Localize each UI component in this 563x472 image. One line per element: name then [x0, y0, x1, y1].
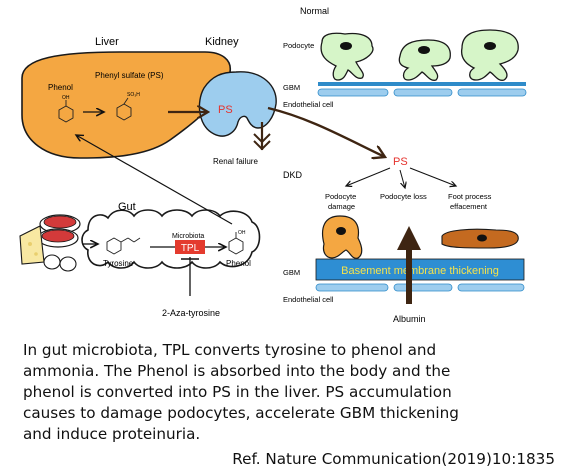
caption-line: and induce proteinuria.	[23, 425, 201, 443]
gut-to-liver-arrow	[76, 135, 233, 225]
damaged-podocyte	[321, 215, 363, 259]
reference: Ref. Nature Communication(2019)10:1835	[232, 450, 555, 468]
oh-label-gut: OH	[238, 230, 246, 236]
phenol-molecule-gut	[228, 232, 244, 255]
dkd-label: DKD	[283, 170, 303, 180]
aza-tyrosine-label: 2-Aza-tyrosine	[162, 308, 220, 318]
endothelial-dkd-cells	[315, 283, 525, 292]
basement-membrane-thick-bar	[315, 258, 525, 281]
caption-line: phenol is converted into PS in the liver…	[23, 383, 452, 401]
damaged-podocyte-nucleus	[336, 227, 346, 235]
podocyte-label: Podocyte	[283, 41, 314, 50]
gbm-normal-bar	[318, 82, 526, 86]
oh-label-liver: OH	[62, 95, 70, 101]
foot-process-label-2: effacement	[450, 202, 488, 211]
gbm-normal-label: GBM	[283, 83, 300, 92]
so3h-label: SO₃H	[127, 92, 140, 98]
endothelial-dkd-label: Endothelial cell	[283, 295, 334, 304]
phenol-liver-label: Phenol	[48, 83, 73, 92]
renal-failure-label: Renal failure	[213, 157, 258, 166]
albumin-label: Albumin	[393, 314, 426, 324]
microbiota-label: Microbiota	[172, 233, 204, 240]
effaced-podocyte-nucleus	[477, 234, 487, 242]
foot-process-label-1: Foot process	[448, 192, 492, 201]
ps-to-loss-arrow	[399, 169, 405, 188]
caption-line: In gut microbiota, TPL converts tyrosine…	[23, 341, 437, 359]
normal-label: Normal	[300, 6, 329, 16]
caption-line: causes to damage podocytes, accelerate G…	[23, 404, 459, 422]
phenol-molecule-liver	[58, 100, 74, 123]
food-icon	[19, 214, 81, 272]
normal-podocytes	[320, 29, 519, 81]
kidney-label: Kidney	[205, 36, 239, 48]
tpl-box	[175, 240, 205, 254]
kidney-shape	[198, 71, 277, 137]
podocyte-damage-label-1: Podocyte	[325, 192, 356, 201]
endothelial-normal-cells	[317, 88, 527, 97]
ps-to-effacement-arrow	[409, 167, 456, 186]
ps-kidney-label: PS	[218, 104, 233, 116]
tyrosine-label: Tyrosine	[103, 259, 134, 268]
podocyte-loss-label: Podocyte loss	[380, 192, 427, 201]
endothelial-normal-label: Endothelial cell	[283, 100, 334, 109]
ps-dkd-mechanism-diagram: Liver Phenol Phenyl sulfate (PS) OH SO₃H…	[19, 6, 527, 324]
phenyl-sulfate-label: Phenyl sulfate (PS)	[95, 71, 164, 80]
kidney-to-ps-arrow	[267, 106, 385, 157]
bm-thickening-label: Basement membrane thickening	[341, 265, 499, 277]
gbm-dkd-label: GBM	[283, 268, 300, 277]
gut-shape	[81, 209, 261, 269]
tyrosine-molecule	[106, 237, 141, 255]
caption: In gut microbiota, TPL converts tyrosine…	[23, 340, 558, 445]
phenyl-sulfate-molecule	[116, 97, 132, 121]
liver-label: Liver	[95, 36, 119, 48]
ps-center-label: PS	[393, 156, 408, 168]
podocyte-damage-label-2: damage	[328, 202, 355, 211]
tpl-label: TPL	[181, 243, 200, 254]
ps-to-damage-arrow	[346, 167, 391, 186]
caption-line: ammonia. The Phenol is absorbed into the…	[23, 362, 451, 380]
phenol-gut-label: Phenol	[226, 259, 251, 268]
